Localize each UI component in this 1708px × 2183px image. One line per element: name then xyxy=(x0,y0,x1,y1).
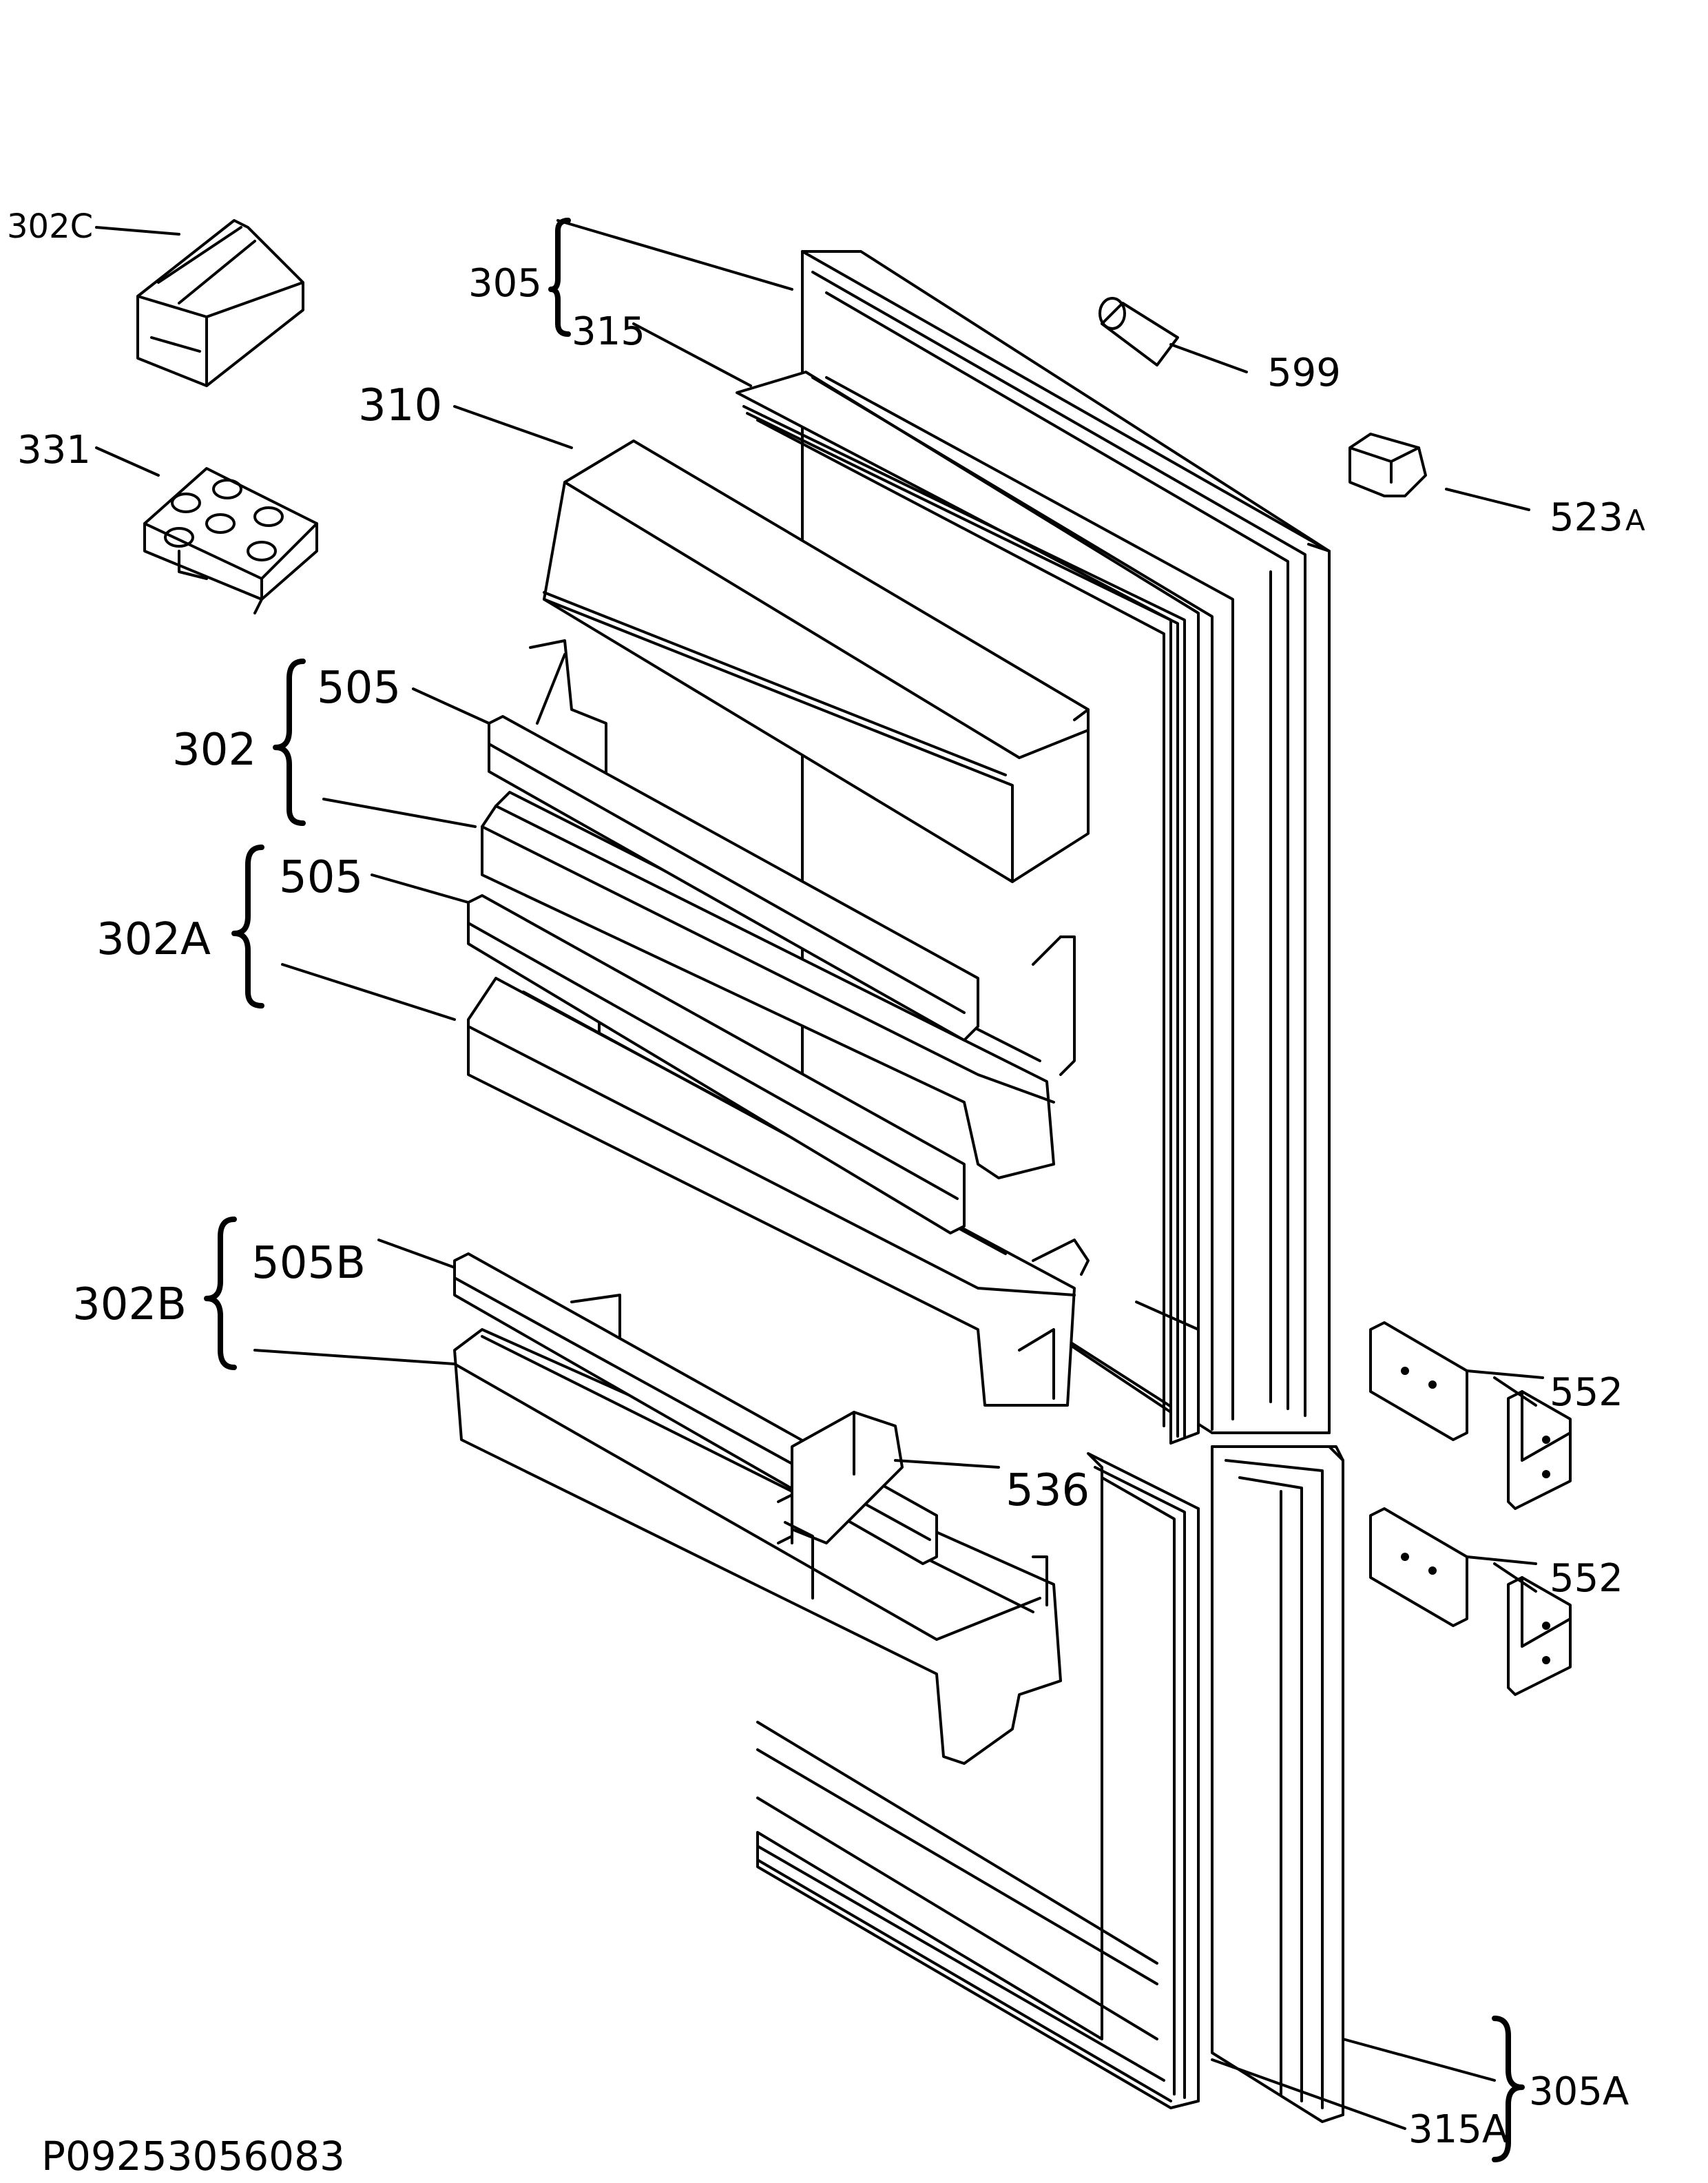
label-302B: 302B xyxy=(72,1279,187,1330)
label-315: 315 xyxy=(572,309,645,354)
label-536: 536 xyxy=(1006,1465,1090,1516)
shelf-bracket-lines xyxy=(1493,1376,1537,1593)
part-505-rail-upper xyxy=(488,715,979,1042)
part-302C-box xyxy=(136,219,304,387)
label-599: 599 xyxy=(1267,351,1341,395)
label-305: 305 xyxy=(468,261,542,306)
label-505-middle: 505 xyxy=(279,852,363,903)
label-552-upper: 552 xyxy=(1550,1370,1623,1415)
part-552-hinge-lower xyxy=(1369,1507,1572,1696)
label-505-upper: 505 xyxy=(317,663,401,714)
label-331: 331 xyxy=(17,428,91,473)
label-523A-suffix: A xyxy=(1625,504,1645,537)
drawing-code: P09253056083 xyxy=(41,2133,345,2180)
label-505B: 505B xyxy=(251,1238,366,1289)
part-523A-stopper xyxy=(1348,433,1427,497)
braces xyxy=(204,218,1525,2162)
label-315A: 315A xyxy=(1408,2107,1508,2152)
label-302A: 302A xyxy=(96,914,211,965)
leader-lines xyxy=(95,219,1544,2130)
part-536-divider xyxy=(777,1411,904,1600)
part-505-rail-middle xyxy=(467,894,966,1234)
part-331-egg-tray xyxy=(143,467,318,614)
label-523A: 523 xyxy=(1550,495,1623,540)
label-305A: 305A xyxy=(1529,2069,1629,2114)
part-552-hinge-upper xyxy=(1369,1321,1572,1510)
part-302B-shelf xyxy=(453,1294,1062,1765)
label-302C: 302C xyxy=(7,207,93,246)
part-labels: 302C 331 305 315 310 599 523 A 505 302 5… xyxy=(7,207,1645,2180)
lower-door-frame xyxy=(1211,1445,1344,2123)
label-310: 310 xyxy=(358,380,442,431)
label-302: 302 xyxy=(172,725,256,776)
label-552-lower: 552 xyxy=(1550,1556,1623,1601)
part-599-pin xyxy=(1098,297,1179,366)
upper-door-gasket xyxy=(736,371,1234,1445)
part-310-top-cover xyxy=(543,439,1090,883)
lower-door-gasket xyxy=(756,1452,1200,2109)
